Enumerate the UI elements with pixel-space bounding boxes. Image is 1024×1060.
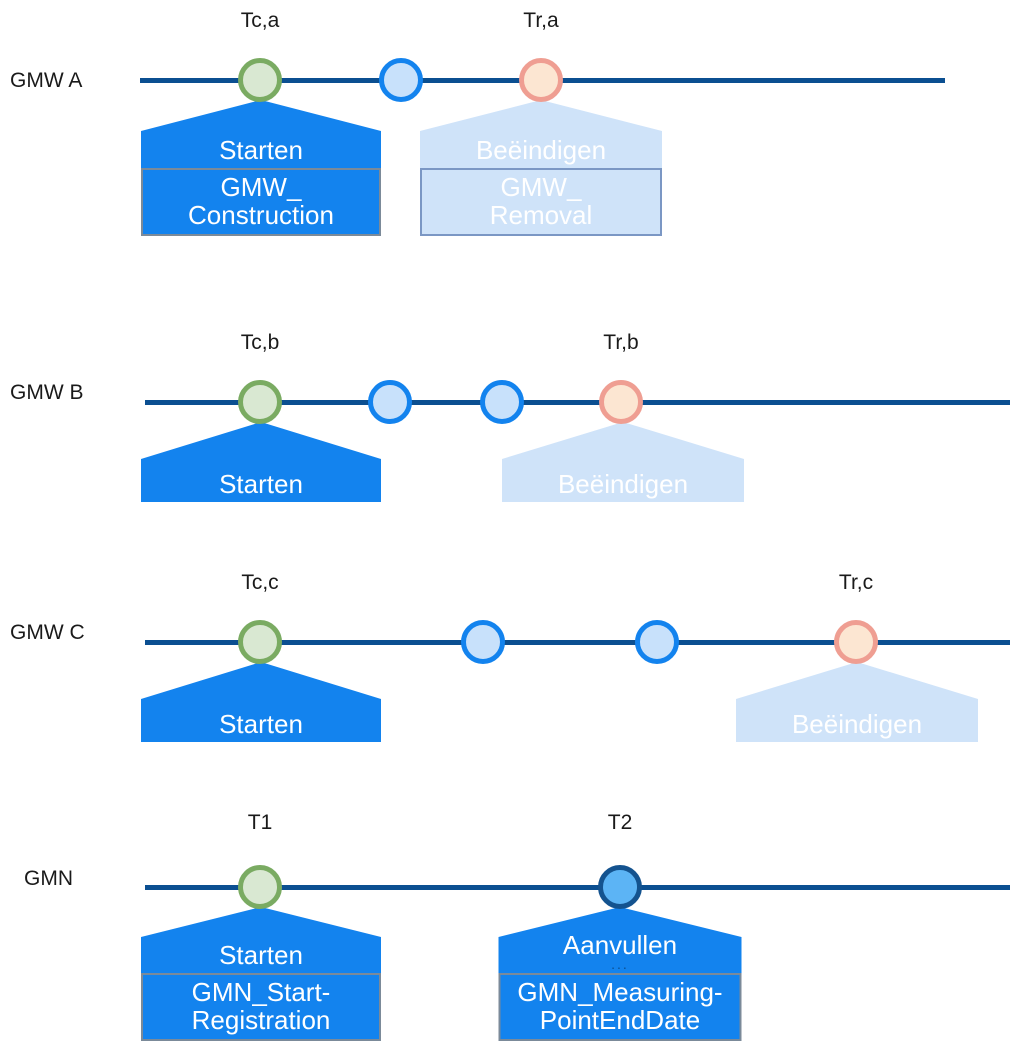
banner-starten: Starten bbox=[141, 662, 381, 742]
marker-end-pink-circle-icon[interactable] bbox=[599, 380, 643, 424]
banner-pennant: Starten bbox=[141, 662, 381, 742]
time-label: Tr,c bbox=[838, 571, 874, 594]
timeline-axis bbox=[145, 400, 1010, 405]
row-label-gmw-c: GMW C bbox=[10, 621, 85, 644]
banner-pennant: Starten bbox=[141, 100, 381, 168]
banner-box: GMN_Measuring- PointEndDate bbox=[498, 973, 742, 1042]
banner-pennant: Aanvullen... bbox=[498, 907, 742, 973]
time-label: Tc,b bbox=[240, 331, 280, 354]
marker-intermediate-1-blue-circle-icon[interactable] bbox=[368, 380, 412, 424]
time-label: Tr,a bbox=[523, 9, 559, 32]
marker-start-green-circle-icon[interactable] bbox=[238, 620, 282, 664]
marker-end-pink-circle-icon[interactable] bbox=[834, 620, 878, 664]
banner-pennant: Starten bbox=[141, 907, 381, 973]
time-label: Tc,c bbox=[241, 571, 279, 594]
row-label-gmw-b: GMW B bbox=[10, 381, 84, 404]
banner-aanvullen-gmn-measuringpointenddate: Aanvullen...GMN_Measuring- PointEndDate bbox=[498, 907, 742, 1042]
time-label: Tc,a bbox=[240, 9, 280, 32]
marker-intermediate-2-blue-circle-icon[interactable] bbox=[480, 380, 524, 424]
banner-box: GMW_ Removal bbox=[420, 168, 662, 237]
marker-intermediate-1-blue-circle-icon[interactable] bbox=[379, 58, 423, 102]
banner-pennant: Starten bbox=[141, 422, 381, 502]
timeline-axis bbox=[145, 885, 1010, 890]
marker-supplement-solidblue-circle-icon[interactable] bbox=[598, 865, 642, 909]
banner-pennant: Beëindigen bbox=[502, 422, 744, 502]
marker-end-pink-circle-icon[interactable] bbox=[519, 58, 563, 102]
marker-start-green-circle-icon[interactable] bbox=[238, 865, 282, 909]
banner-beeindigen: Beëindigen bbox=[736, 662, 978, 742]
banner-box: GMN_Start- Registration bbox=[141, 973, 381, 1042]
time-label: T1 bbox=[247, 811, 273, 834]
time-label: T2 bbox=[607, 811, 633, 834]
marker-start-green-circle-icon[interactable] bbox=[238, 58, 282, 102]
banner-pennant: Beëindigen bbox=[420, 100, 662, 168]
timeline-axis bbox=[145, 640, 1010, 645]
banner-starten: Starten bbox=[141, 422, 381, 502]
time-label: Tr,b bbox=[603, 331, 639, 354]
row-label-gmn: GMN bbox=[24, 867, 73, 890]
row-label-gmw-a: GMW A bbox=[10, 69, 83, 92]
marker-intermediate-2-blue-circle-icon[interactable] bbox=[635, 620, 679, 664]
banner-box: GMW_ Construction bbox=[141, 168, 381, 237]
marker-start-green-circle-icon[interactable] bbox=[238, 380, 282, 424]
banner-beeindigen: Beëindigen bbox=[502, 422, 744, 502]
banner-pennant: Beëindigen bbox=[736, 662, 978, 742]
marker-intermediate-1-blue-circle-icon[interactable] bbox=[461, 620, 505, 664]
